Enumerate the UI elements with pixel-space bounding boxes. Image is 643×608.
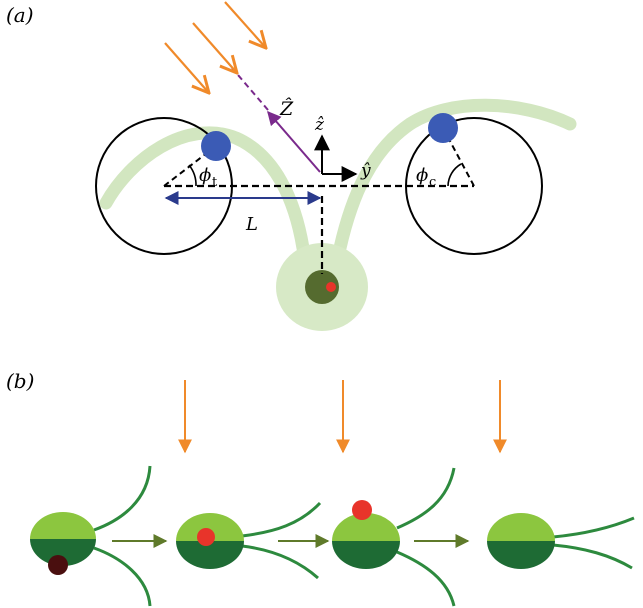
light-ray-3 xyxy=(224,1,266,48)
y-axis-label: ŷ xyxy=(360,161,371,181)
panel-b-label: (b) xyxy=(6,369,34,393)
length-label: L xyxy=(245,214,258,235)
Z-axis-solid xyxy=(267,110,321,173)
cell-3 xyxy=(332,467,456,607)
cell-3-flagellum-top xyxy=(396,467,456,530)
cell-1-flagellum-top xyxy=(93,465,152,532)
phi-c-arc xyxy=(447,163,462,187)
cell-3-flagellum-bottom xyxy=(396,550,456,607)
light-ray-1 xyxy=(164,42,209,93)
phi-t-subscript: t xyxy=(212,175,218,190)
cell-2-flagellum-top xyxy=(241,501,322,538)
cell-1-eyespot xyxy=(48,555,68,575)
nucleus xyxy=(305,270,339,304)
phi-c-symbol: ϕ xyxy=(416,165,428,186)
Z-axis-label: Ẑ xyxy=(279,97,294,120)
cell-4-flagellum-top xyxy=(552,516,635,539)
panel-a: (a) L ϕ t ϕ c ẑ ŷ xyxy=(6,1,577,331)
panel-b: (b) xyxy=(6,369,635,607)
phi-c-subscript: c xyxy=(429,175,436,190)
basal-body-left xyxy=(201,131,231,161)
basal-body-right xyxy=(428,113,458,143)
panel-a-label: (a) xyxy=(6,3,34,27)
eyespot-dot xyxy=(326,282,336,292)
cell-1-flagellum-bottom xyxy=(93,546,152,607)
z-axis-label: ẑ xyxy=(314,115,325,135)
right-flagellum-pale xyxy=(333,98,577,255)
cell-2-flagellum-bottom xyxy=(241,544,319,580)
phi-t-symbol: ϕ xyxy=(199,165,211,186)
light-ray-2 xyxy=(192,22,237,73)
cell-2-eyespot xyxy=(197,528,215,546)
Z-axis-dashed xyxy=(231,67,269,111)
cell-3-eyespot xyxy=(352,500,372,520)
phi-t-arc xyxy=(188,164,197,187)
cell-4-flagellum-bottom xyxy=(552,543,633,570)
cell-4 xyxy=(487,513,635,570)
cell-1 xyxy=(30,465,152,607)
